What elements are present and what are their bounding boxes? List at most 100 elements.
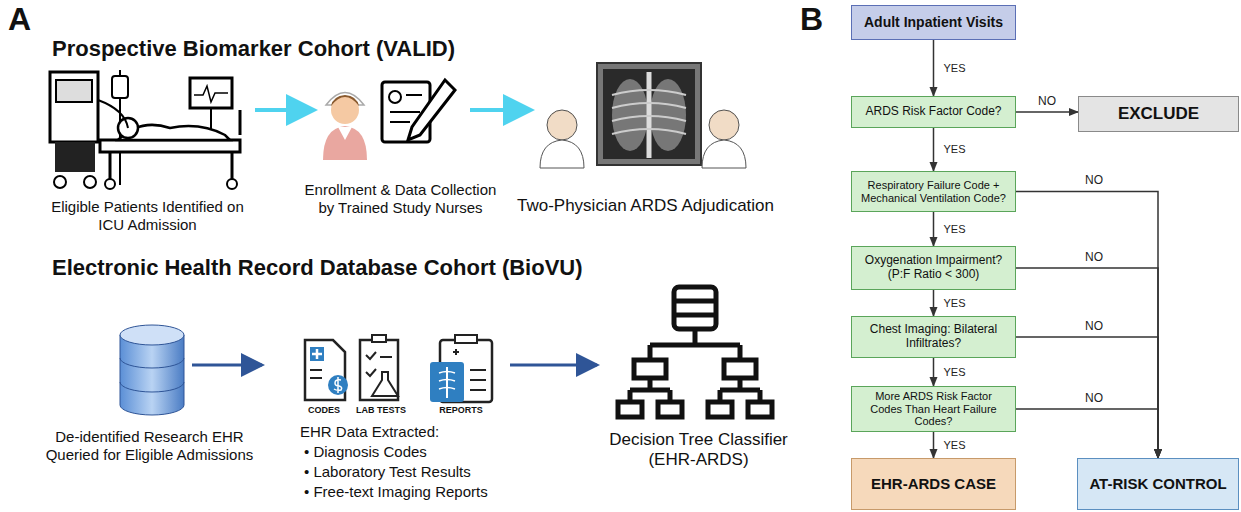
node-text: AT-RISK CONTROL — [1089, 475, 1226, 492]
decision-box: Oxygenation Impairment? (P:F Ratio < 300… — [851, 246, 1016, 290]
flow-connector — [933, 432, 935, 458]
start-box: Adult Inpatient Visits — [851, 5, 1016, 40]
flow-connector — [1016, 192, 1158, 459]
illustration-part — [310, 369, 322, 371]
flow-arrow — [510, 364, 597, 367]
illustration-part — [118, 118, 138, 138]
illustration-part — [408, 80, 455, 140]
illustration-part — [360, 340, 398, 400]
illustration-part — [724, 360, 756, 378]
flow-connector — [1016, 268, 1158, 458]
illustration-part — [470, 389, 486, 391]
flow-arrow — [255, 108, 314, 112]
illustration-part — [50, 72, 98, 142]
illustration-part — [231, 152, 234, 180]
illustration-part — [331, 95, 359, 106]
flow-connector — [933, 40, 935, 96]
flow-connector — [1016, 337, 1158, 458]
illustration-part — [470, 369, 486, 371]
database-icon — [120, 325, 184, 415]
illustration-part — [98, 100, 128, 128]
illustration-part — [390, 121, 410, 123]
node-text: EXCLUDE — [1118, 104, 1199, 124]
illustration-part — [305, 340, 345, 400]
list-item: • Laboratory Test Results — [304, 463, 471, 481]
illustration-part — [455, 335, 477, 343]
xray-image — [597, 63, 701, 165]
illustration-part — [603, 69, 695, 159]
nurse-icon — [323, 93, 367, 161]
flow-connector — [1016, 409, 1158, 458]
illustration-part — [120, 325, 184, 345]
illustration-part — [54, 176, 66, 188]
node-text: Chest Imaging: Bilateral Infiltrates? — [858, 323, 1009, 351]
illustration-part — [372, 372, 398, 396]
node-text: More ARDS Risk Factor Codes Than Heart F… — [858, 390, 1009, 428]
illustration-part — [109, 152, 112, 180]
flow-connector — [933, 358, 935, 386]
illustration-part — [597, 63, 701, 165]
illustration-part — [674, 299, 716, 304]
doctor-icon — [702, 110, 746, 168]
edge-label: NO — [1083, 251, 1105, 264]
list-heading: EHR Data Extracted: — [300, 423, 439, 441]
flow-connector — [933, 212, 935, 246]
illustration-part — [470, 379, 486, 381]
flow-arrow — [470, 108, 531, 112]
node-text: Oxygenation Impairment? (P:F Ratio < 300… — [858, 254, 1009, 282]
icon-caption: Decision Tree Classifier (EHR-ARDS) — [596, 430, 801, 471]
node-text: Adult Inpatient Visits — [864, 14, 1003, 30]
list-item: • Free-text Imaging Reports — [304, 483, 488, 501]
illustration-part — [430, 362, 464, 402]
icon-caption: Eligible Patients Identified on ICU Admi… — [45, 198, 250, 234]
illustration-part — [338, 127, 352, 140]
edge-label: YES — [942, 62, 968, 74]
illustration-part — [748, 402, 772, 417]
illustration-part — [100, 140, 240, 152]
edge-label: YES — [942, 439, 968, 451]
illustration-part — [372, 335, 386, 342]
illustration-part — [658, 402, 682, 417]
illustration-part — [84, 176, 96, 188]
illustration-part — [453, 349, 459, 355]
edge-label: NO — [1083, 320, 1105, 333]
illustration-part — [310, 377, 322, 379]
illustration-part — [323, 126, 367, 160]
decision-box: ARDS Risk Factor Code? — [851, 96, 1016, 128]
panel-letter: A — [8, 0, 31, 38]
illustration-part — [190, 78, 232, 108]
illustration-part — [708, 402, 732, 417]
illustration-part — [366, 352, 376, 376]
edge-label: YES — [942, 143, 968, 155]
illustration-part — [547, 110, 577, 140]
illustration-part — [328, 375, 348, 395]
flow-connector — [933, 128, 935, 171]
list-item: • Diagnosis Codes — [304, 443, 427, 461]
node-text: EHR-ARDS CASE — [871, 475, 996, 492]
icon-label: REPORTS — [427, 405, 495, 416]
illustration-part — [650, 329, 740, 360]
illustration-part — [709, 110, 739, 120]
edge-label: NO — [1036, 95, 1058, 108]
document-icon — [382, 80, 455, 142]
edge-label: YES — [942, 297, 968, 309]
illustration-part — [674, 287, 716, 329]
icon-label: CODES — [298, 405, 350, 416]
panel-letter: B — [800, 0, 823, 38]
flow-arrow — [192, 364, 262, 367]
exclude-box: EXCLUDE — [1078, 96, 1239, 132]
flow-connector — [933, 290, 935, 316]
decision-box: More ARDS Risk Factor Codes Than Heart F… — [851, 386, 1016, 432]
edge-label: NO — [1083, 392, 1105, 405]
flow-connector — [1016, 111, 1078, 113]
illustration-part — [105, 179, 115, 189]
icon-caption: Two-Physician ARDS Adjudication — [493, 196, 798, 216]
lab-icon — [360, 335, 398, 400]
illustration-part — [390, 111, 420, 113]
illustration-part — [112, 76, 128, 98]
illustration-part — [227, 179, 237, 189]
icon-label: LAB TESTS — [352, 405, 410, 416]
decision-tree-icon — [618, 287, 772, 417]
illustration-part — [709, 110, 739, 140]
icon-caption: Enrollment & Data Collection by Trained … — [298, 181, 503, 217]
